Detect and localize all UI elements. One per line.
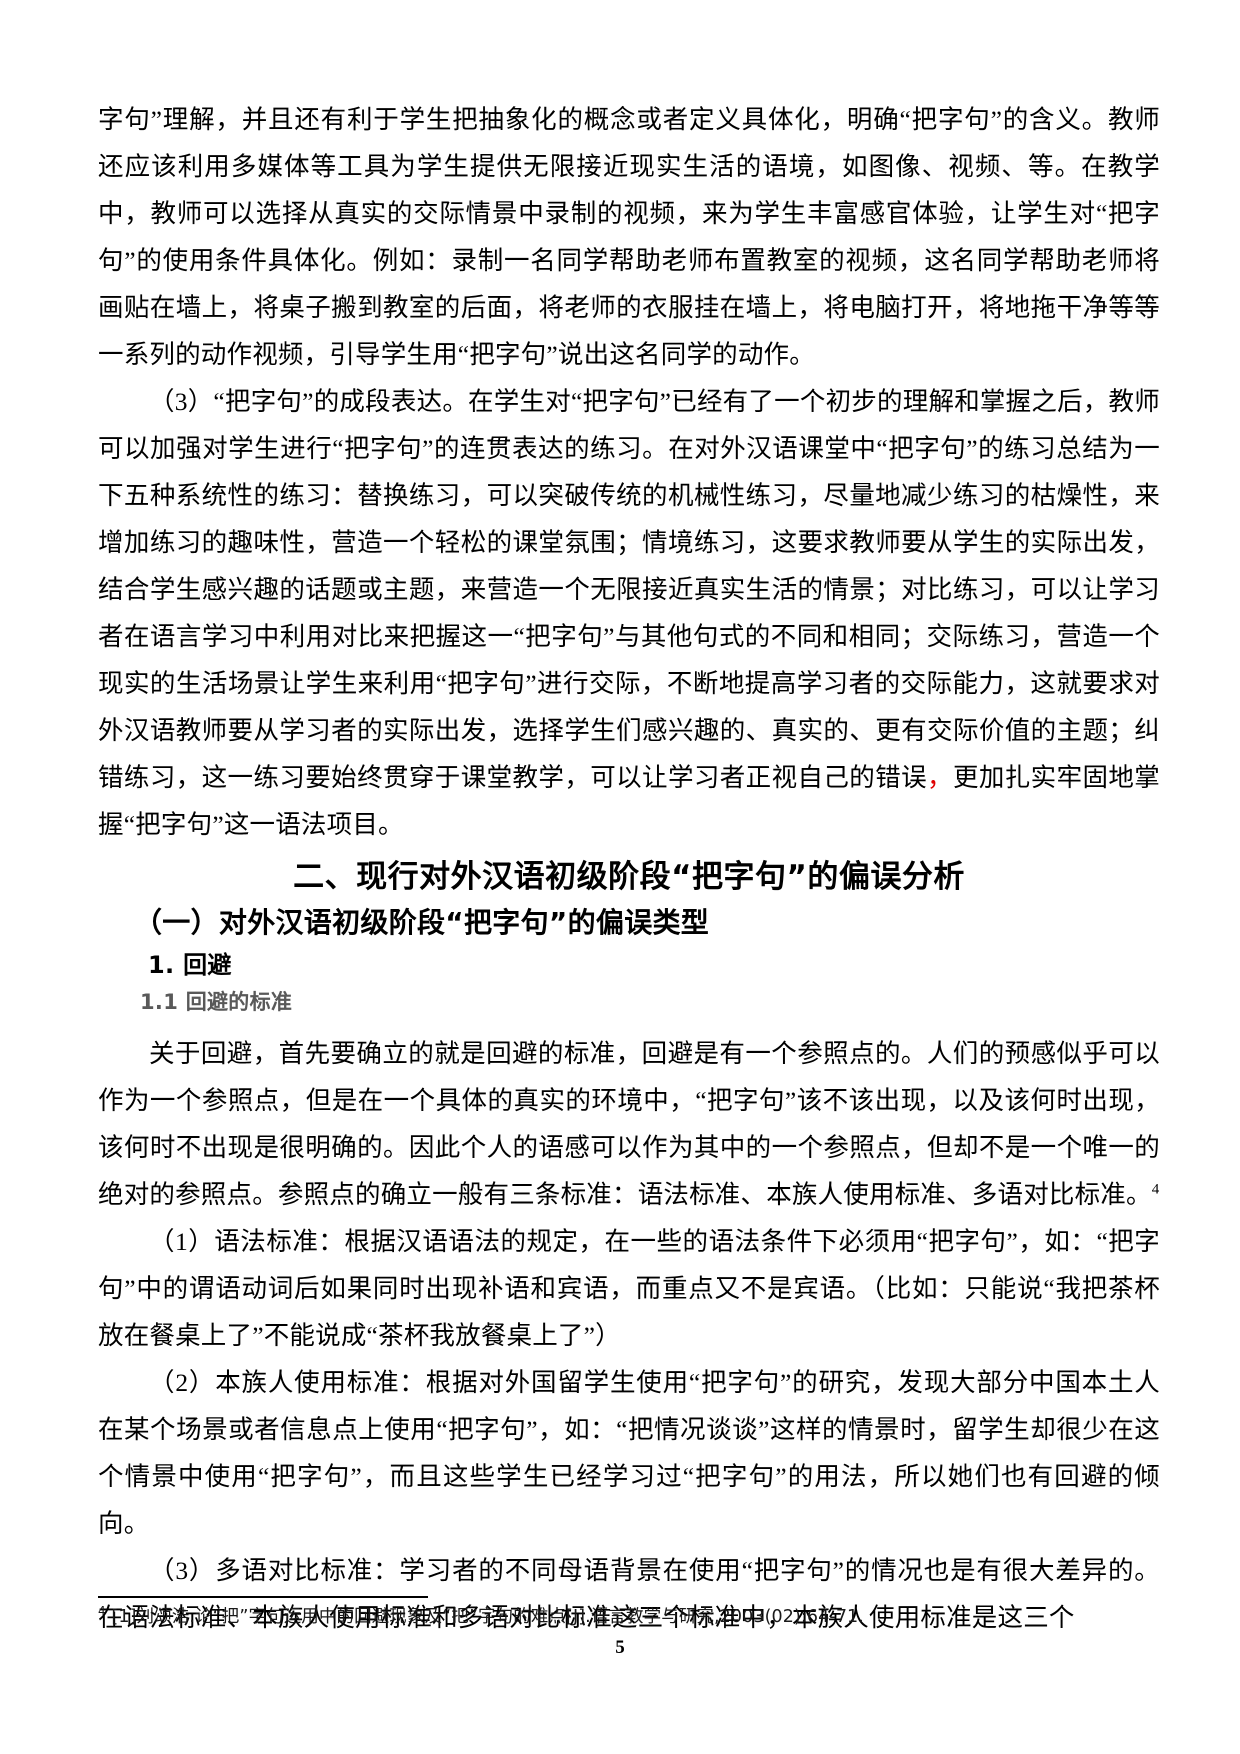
heading-item-avoidance-criteria: 1.1 回避的标准 <box>140 990 293 1014</box>
paragraph-avoidance-criteria: 关于回避，首先要确立的就是回避的标准，回避是有一个参照点的。人们的预感似乎可以作… <box>98 1030 1160 1218</box>
footnote-citation-text: [1]刘颂浩.论“把”字句运用中的回避现象及“把”字句的难点[J].语言教学与研… <box>111 1607 864 1627</box>
footnote-area: 4 [1]刘颂浩.论“把”字句运用中的回避现象及“把”字句的难点[J].语言教学… <box>98 1596 1160 1629</box>
footnote-reference-marker: 4 <box>1151 1181 1160 1198</box>
page-content: 字句”理解，并且还有利于学生把抽象化的概念或者定义具体化，明确“把字句”的含义。… <box>98 96 1160 1641</box>
footnote-entry: 4 [1]刘颂浩.论“把”字句运用中的回避现象及“把”字句的难点[J].语言教学… <box>98 1605 1160 1629</box>
page-number: 5 <box>615 1637 625 1658</box>
paragraph-text: 关于回避，首先要确立的就是回避的标准，回避是有一个参照点的。人们的预感似乎可以作… <box>98 1039 1160 1209</box>
paragraph-criterion-3: （3）多语对比标准：学习者的不同母语背景在使用“把字句”的情况也是有很大差异的。… <box>98 1556 1160 1632</box>
heading-item-avoidance: 1. 回避 <box>148 951 232 979</box>
footnote-marker: 4 <box>98 1604 106 1619</box>
paragraph-section-3: （3）“把字句”的成段表达。在学生对“把字句”已经有了一个初步的理解和掌握之后，… <box>98 378 1160 848</box>
paragraph-criterion-2: （2）本族人使用标准：根据对外国留学生使用“把字句”的研究，发现大部分中国本土人… <box>98 1368 1160 1538</box>
footnote-separator-rule <box>98 1596 428 1598</box>
red-comma-mark: ， <box>927 763 953 792</box>
heading-subsection-one: （一）对外汉语初级阶段“把字句”的偏误类型 <box>134 906 710 939</box>
paragraph-criterion-1: （1）语法标准：根据汉语语法的规定，在一些的语法条件下必须用“把字句”，如：“把… <box>98 1227 1160 1350</box>
paragraph-text-part-a: （3）“把字句”的成段表达。在学生对“把字句”已经有了一个初步的理解和掌握之后，… <box>98 387 1160 792</box>
heading-section-two: 二、现行对外汉语初级阶段“把字句”的偏误分析 <box>293 859 965 895</box>
paragraph-continuation: 字句”理解，并且还有利于学生把抽象化的概念或者定义具体化，明确“把字句”的含义。… <box>98 105 1160 369</box>
paragraph-text-part-b: 更加扎实牢固地掌握“把字句”这一语法项目。 <box>98 763 1161 839</box>
